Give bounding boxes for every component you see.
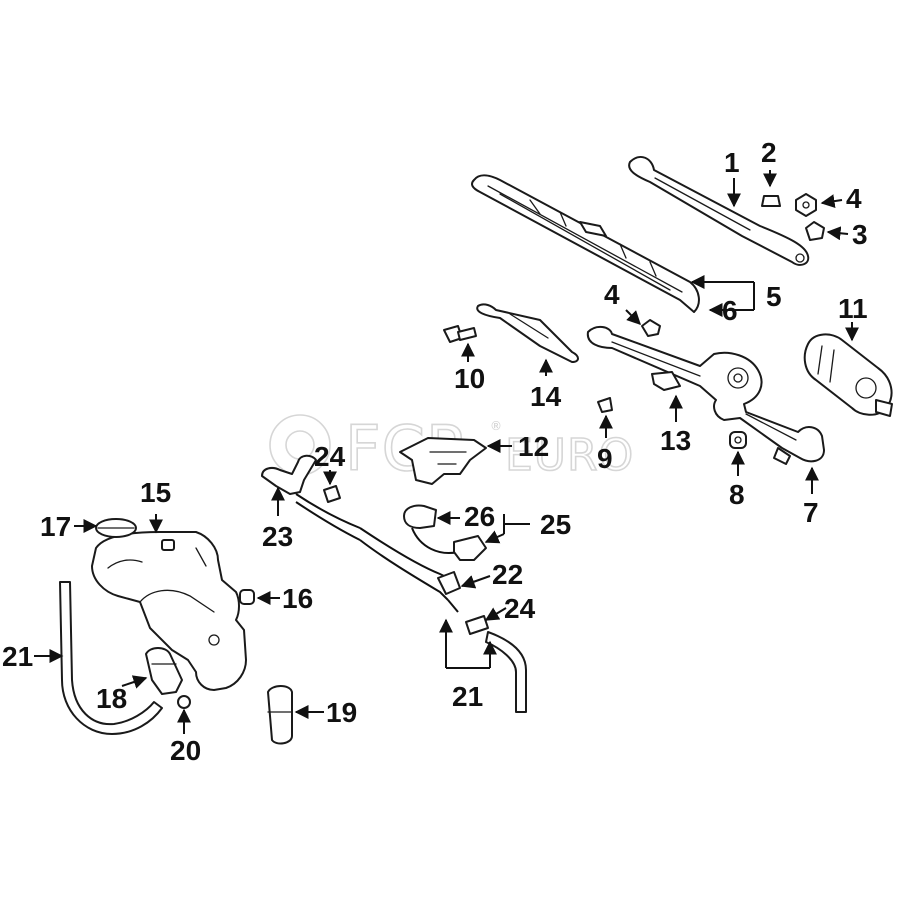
callout-24-lower: 24 <box>504 593 536 624</box>
callout-11: 11 <box>838 293 868 324</box>
arm-cap <box>761 195 781 207</box>
bracket <box>399 437 487 485</box>
callout-17: 17 <box>40 511 71 542</box>
leader-lines <box>34 170 859 734</box>
callout-26: 26 <box>464 501 495 532</box>
wiper-motor <box>803 333 893 417</box>
callout-5: 5 <box>766 281 782 312</box>
washer-hose-upper <box>261 454 459 613</box>
watermark-sub: EURO <box>505 430 634 481</box>
nut-top <box>795 193 817 217</box>
callout-9: 9 <box>597 443 613 474</box>
hose-left <box>59 581 163 735</box>
callout-1: 1 <box>724 147 740 178</box>
callout-21-right: 21 <box>452 681 483 712</box>
nut-lower <box>641 319 661 337</box>
grommet <box>729 431 747 449</box>
callout-6: 6 <box>722 295 738 326</box>
connector-lower <box>465 615 489 635</box>
pump-seal <box>177 695 191 709</box>
link-rod <box>476 303 579 363</box>
wiper-linkage <box>586 326 825 465</box>
washer-nozzle <box>403 504 487 595</box>
watermark-reg: ® <box>490 419 502 433</box>
callout-10: 10 <box>454 363 485 394</box>
callout-4-lower: 4 <box>604 279 620 310</box>
callout-8: 8 <box>729 479 745 510</box>
washer-pump-2 <box>267 685 293 745</box>
callout-13: 13 <box>660 425 691 456</box>
callout-25: 25 <box>540 509 571 540</box>
callout-20: 20 <box>170 735 201 766</box>
callout-22: 22 <box>492 559 523 590</box>
washer-pump <box>145 647 183 695</box>
callout-18: 18 <box>96 683 127 714</box>
wiper-arm <box>628 155 810 266</box>
clip <box>651 371 681 391</box>
callout-16: 16 <box>282 583 313 614</box>
callout-15: 15 <box>140 477 171 508</box>
callout-3: 3 <box>852 219 868 250</box>
callouts: 1 2 4 3 5 6 4 11 10 14 13 9 8 7 12 24 23… <box>2 137 868 766</box>
washer-reservoir <box>91 531 247 691</box>
washer <box>805 221 825 241</box>
callout-21-left: 21 <box>2 641 33 672</box>
callout-4-top: 4 <box>846 183 862 214</box>
reservoir-cap <box>95 518 137 538</box>
callout-24-upper: 24 <box>314 441 346 472</box>
wiper-blade <box>471 174 700 313</box>
bolt <box>443 325 477 343</box>
callout-7: 7 <box>803 497 819 528</box>
hose-right <box>485 631 527 713</box>
callout-2: 2 <box>761 137 777 168</box>
grommet-small <box>239 589 255 605</box>
callout-23: 23 <box>262 521 293 552</box>
connector-upper <box>323 485 341 503</box>
pin <box>597 397 613 413</box>
callout-12: 12 <box>518 431 549 462</box>
callout-19: 19 <box>326 697 357 728</box>
callout-14: 14 <box>530 381 562 412</box>
